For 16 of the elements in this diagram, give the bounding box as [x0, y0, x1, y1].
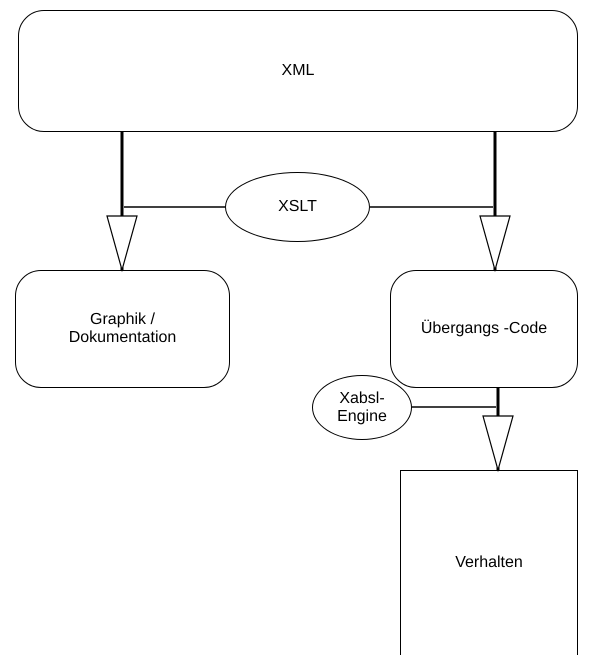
node-label: Übergangs -Code: [420, 320, 548, 338]
process-box: [15, 270, 230, 388]
process-box: [400, 470, 578, 655]
process-box: [390, 270, 578, 388]
process-box: [18, 10, 578, 132]
connector-line: [370, 206, 493, 208]
connector-line: [124, 206, 225, 208]
block-arrow: [106, 132, 138, 271]
node-label: Verhalten: [454, 554, 524, 572]
node-label: Xabsl- Engine: [336, 390, 388, 426]
node-label: XML: [280, 62, 316, 80]
node-label: XSLT: [277, 198, 318, 216]
node-label: Graphik / Dokumentation: [68, 311, 178, 347]
block-arrow: [482, 388, 514, 471]
connector-line: [412, 406, 496, 408]
block-arrow: [479, 132, 511, 271]
